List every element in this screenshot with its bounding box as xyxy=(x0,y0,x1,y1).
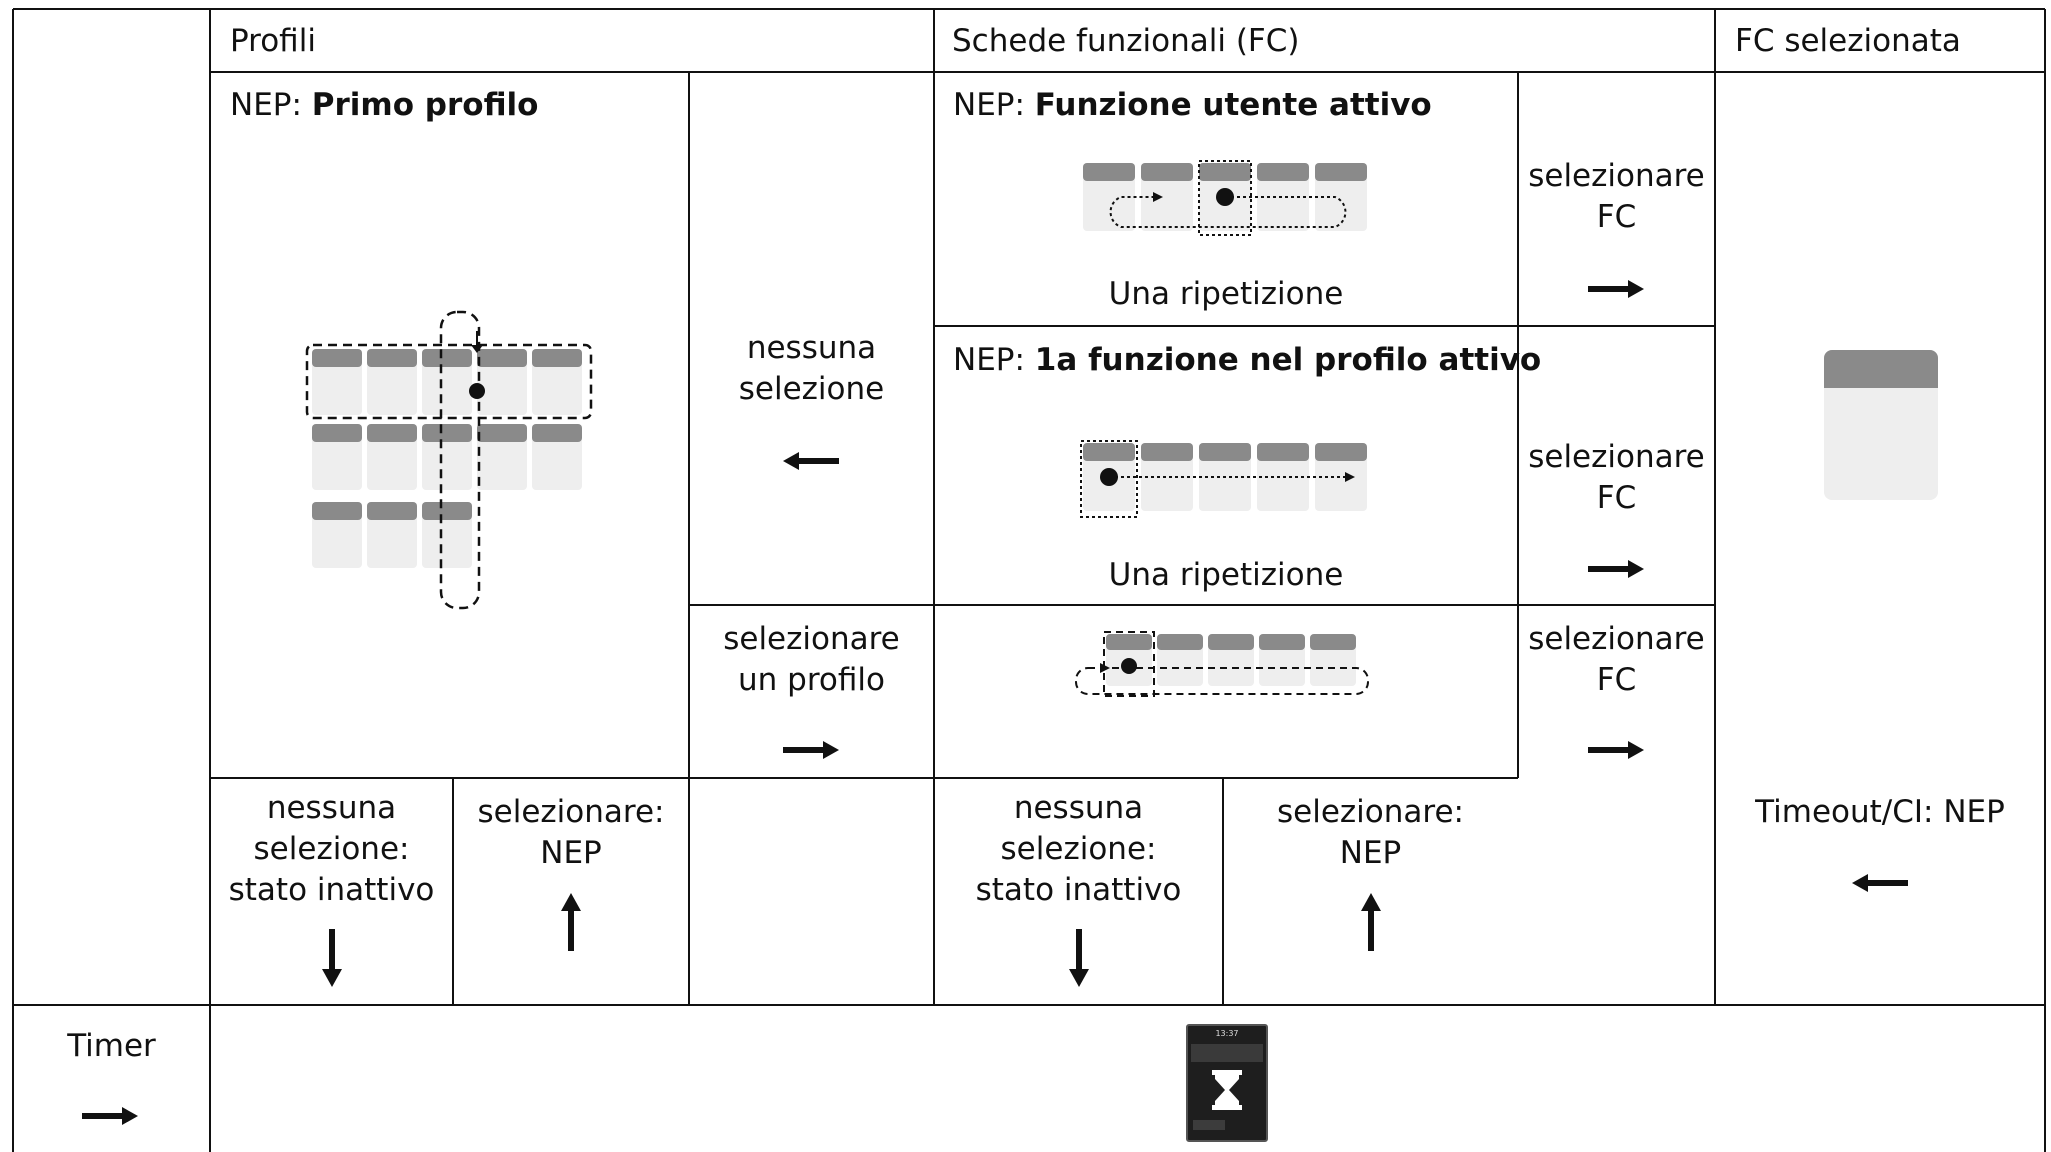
header-function-cards: Schede funzionali (FC) xyxy=(952,23,1300,59)
inactive-card-line1: nessuna xyxy=(1013,790,1144,826)
inactive-profile-line2: selezione: xyxy=(253,831,410,867)
device-footer-bar xyxy=(1193,1120,1225,1130)
timeout-label: Timeout/CI: NEP xyxy=(1755,794,2005,830)
header-selected-card: FC selezionata xyxy=(1735,23,1961,59)
card-panel-2-caption: Una ripetizione xyxy=(1108,557,1344,593)
select-nep-card-line2: NEP xyxy=(1339,835,1402,871)
select-fc-3-line2: FC xyxy=(1596,662,1637,698)
select-nep-card-line1: selezionare: xyxy=(1277,794,1464,830)
device-header-bar xyxy=(1191,1044,1263,1062)
arrow-down-icon xyxy=(1069,929,1089,987)
active-user-function-illustration xyxy=(1083,160,1367,236)
card-panel-1-title: Funzione utente attivo xyxy=(1034,87,1432,123)
select-nep-profile-line2: NEP xyxy=(540,835,602,871)
inactive-card-line2: selezione: xyxy=(1000,831,1157,867)
inactive-profile-line3: stato inattivo xyxy=(228,872,435,908)
arrow-right-icon xyxy=(783,741,839,759)
inactive-card-line3: stato inattivo xyxy=(975,872,1182,908)
no-selection-line1: nessuna xyxy=(746,330,877,366)
card-panel-1-caption: Una ripetizione xyxy=(1108,276,1344,312)
select-fc-2-line1: selezionare xyxy=(1528,439,1705,475)
hourglass-icon xyxy=(1212,1070,1242,1110)
selected-card-illustration xyxy=(1824,350,1938,500)
profile-function-loop-illustration xyxy=(1075,631,1369,697)
card-panel-2-label: NEP: 1a funzione nel profilo attivo xyxy=(953,342,1542,378)
select-nep-profile-line1: selezionare: xyxy=(477,794,665,830)
select-fc-1-line1: selezionare xyxy=(1528,158,1705,194)
timer-label: Timer xyxy=(67,1028,156,1064)
arrow-left-icon xyxy=(1852,874,1908,892)
profiles-nep-title: Primo profilo xyxy=(311,87,539,123)
arrow-right-icon xyxy=(82,1107,138,1125)
select-profile-line2: un profilo xyxy=(738,662,885,698)
inactive-profile-line1: nessuna xyxy=(266,790,397,826)
select-profile-line1: selezionare xyxy=(723,621,900,657)
arrow-up-icon xyxy=(561,893,581,951)
profiles-nep-label: NEP: Primo profilo xyxy=(230,87,539,123)
card-panel-2-title: 1a funzione nel profilo attivo xyxy=(1034,342,1542,378)
card-panel-1-label: NEP: Funzione utente attivo xyxy=(953,87,1432,123)
header-profiles: Profili xyxy=(230,23,316,59)
arrow-right-icon xyxy=(1588,280,1644,298)
arrow-right-icon xyxy=(1588,741,1644,759)
first-profile-function-illustration xyxy=(1080,440,1367,518)
select-fc-2-line2: FC xyxy=(1596,480,1637,516)
select-fc-3-line1: selezionare xyxy=(1528,621,1705,657)
profiles-grid-illustration xyxy=(305,310,593,610)
no-selection-line2: selezione xyxy=(738,371,885,407)
arrow-up-icon xyxy=(1361,893,1381,951)
device-time: 13:37 xyxy=(1215,1029,1239,1038)
select-fc-1-line2: FC xyxy=(1596,199,1637,235)
arrow-right-icon xyxy=(1588,560,1644,578)
device-screen: 13:37 xyxy=(1186,1024,1268,1142)
arrow-down-icon xyxy=(322,929,342,987)
arrow-left-icon xyxy=(783,452,839,470)
